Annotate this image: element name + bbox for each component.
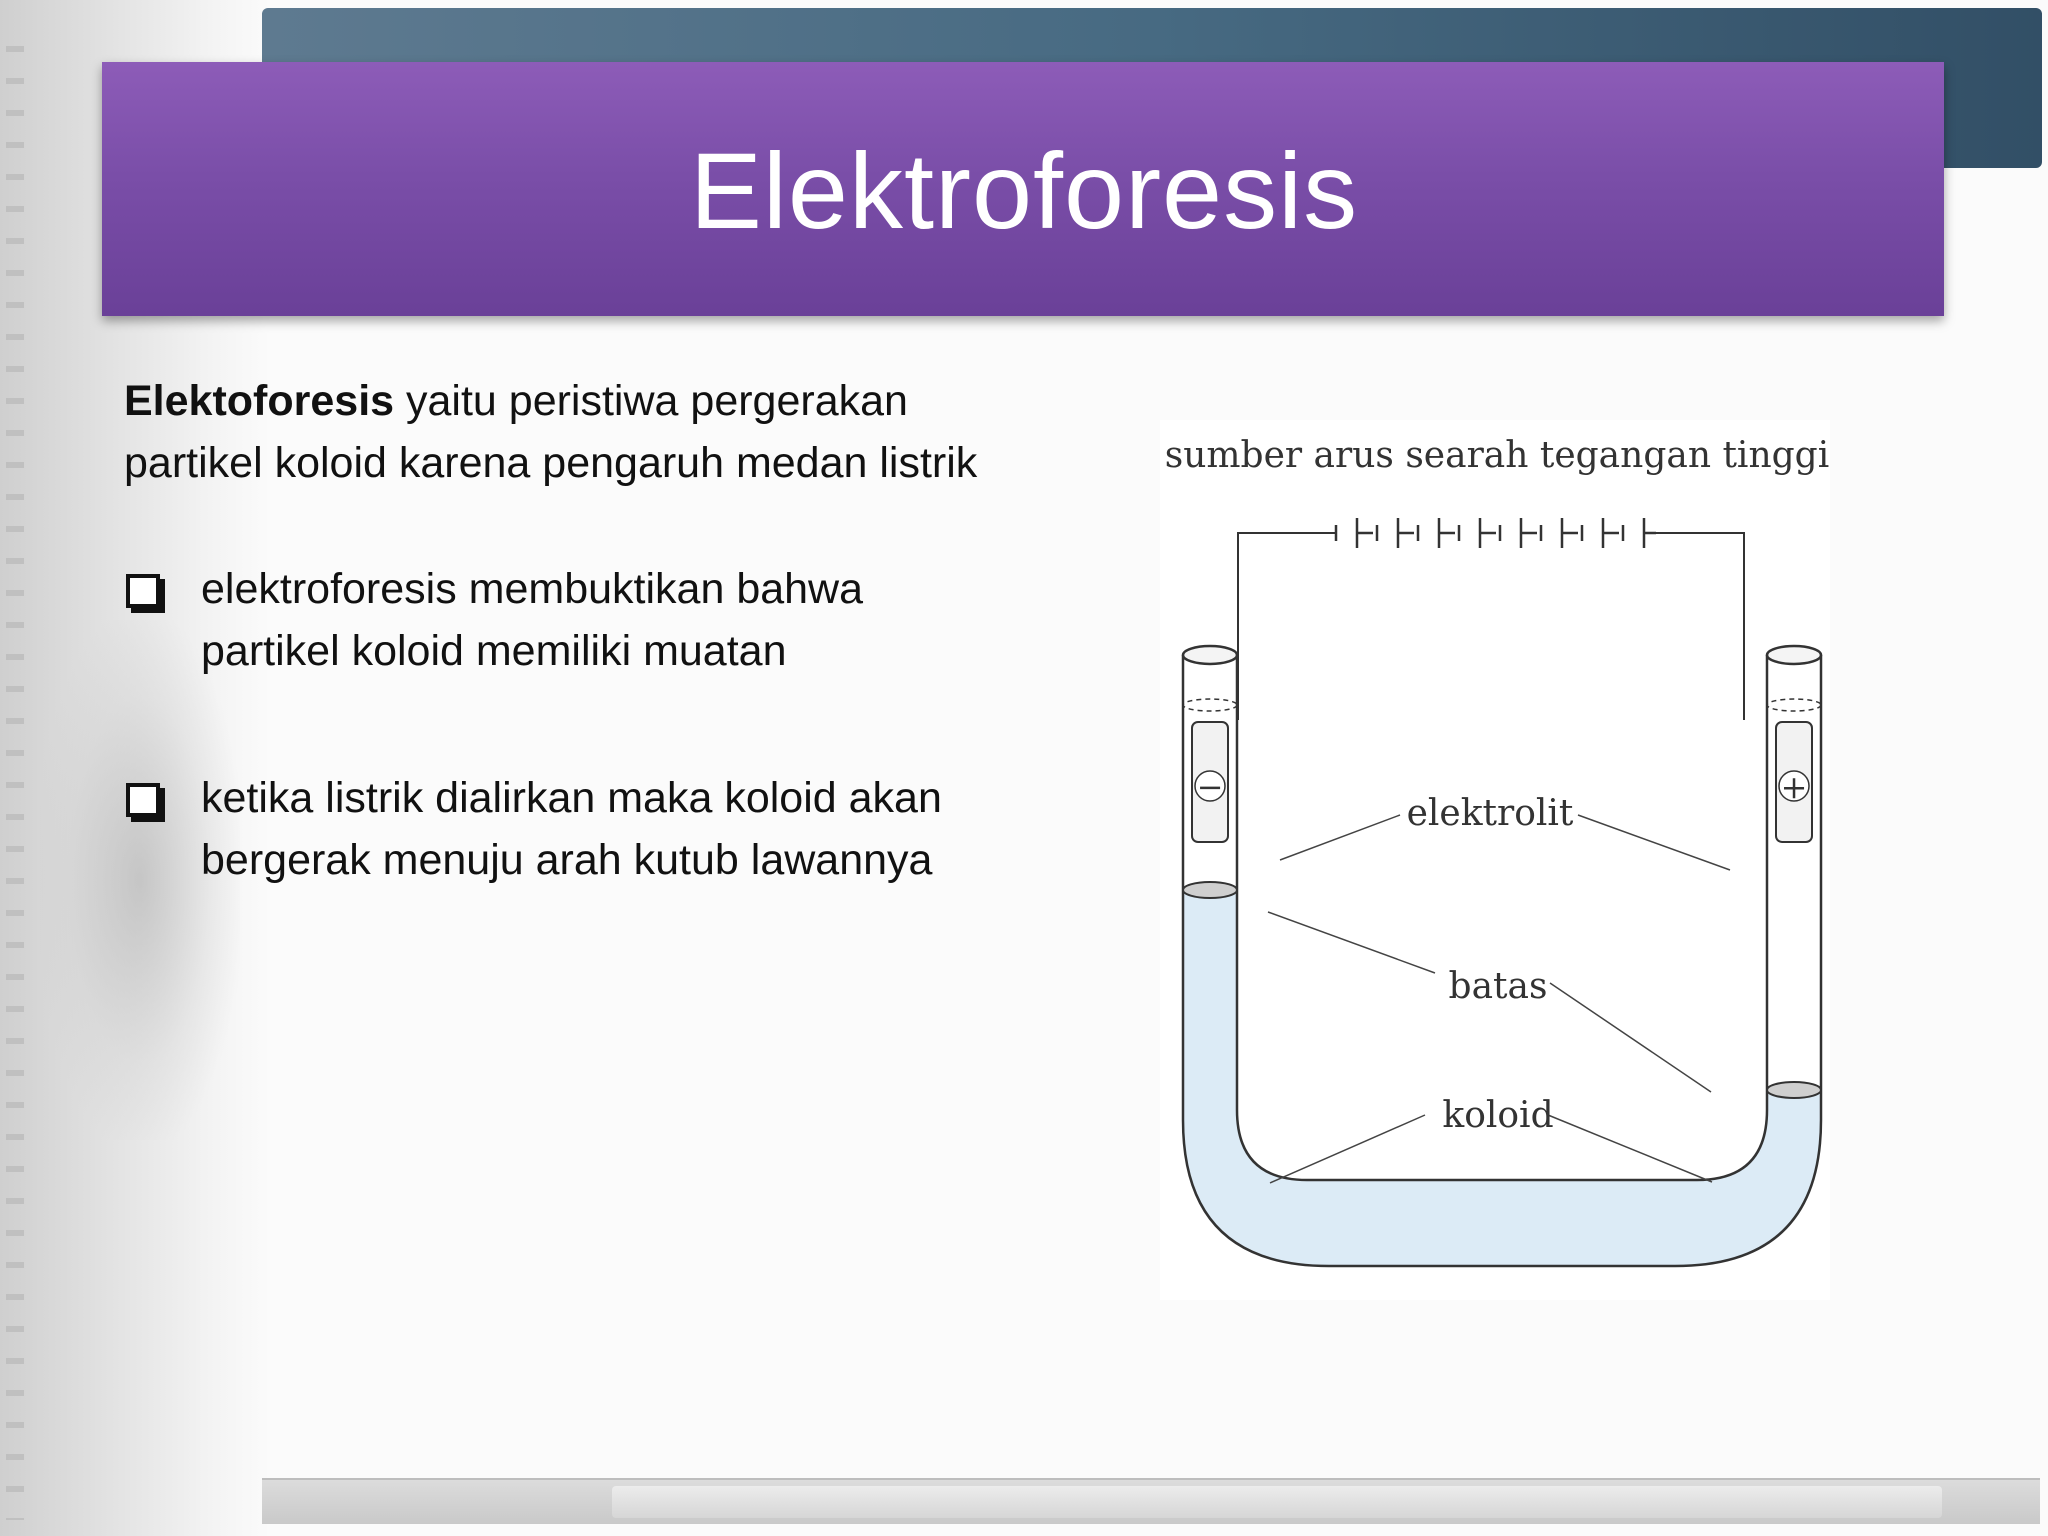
u-tube-diagram: sumber arus searah tegangan tinggi [1165, 435, 1830, 1268]
negative-electrode: − [1191, 721, 1229, 843]
bullet-item: elektroforesis membuktikan bahwa partike… [124, 558, 994, 682]
battery-icon [1334, 518, 1656, 548]
plus-sign: + [1781, 768, 1808, 806]
label-koloid: koloid [1442, 1095, 1553, 1136]
checkbox-bullet-icon [126, 574, 160, 608]
label-elektrolit: elektrolit [1407, 793, 1574, 834]
checkbox-bullet-icon [126, 783, 160, 817]
title-banner [102, 62, 1944, 316]
colloid-liquid [1183, 890, 1821, 1266]
intro-paragraph: Elektoforesis yaitu peristiwa pergerakan… [124, 370, 994, 494]
u-tube-glass [1181, 644, 1823, 1268]
label-batas: batas [1449, 966, 1548, 1007]
minus-sign: − [1197, 768, 1224, 806]
bullet-item: ketika listrik dialirkan maka koloid aka… [124, 767, 994, 891]
boundary-discs [1182, 881, 1822, 1099]
electrophoresis-diagram: sumber arus searah tegangan tinggi [1160, 420, 1830, 1300]
background-bottom-bar [262, 1478, 2040, 1524]
decorative-spiral-binding [6, 20, 24, 1520]
intro-text: yaitu peristiwa pergerakan partikel kolo… [124, 377, 978, 487]
slide-content: Elektoforesis yaitu peristiwa pergerakan… [124, 370, 994, 976]
intro-term: Elektoforesis [124, 377, 395, 425]
bullet-text: ketika listrik dialirkan maka koloid aka… [201, 774, 942, 884]
slide-title: Elektroforesis [689, 130, 1359, 251]
circuit-wires [1237, 532, 1745, 720]
diagram-caption: sumber arus searah tegangan tinggi [1165, 435, 1830, 476]
bullet-text: elektroforesis membuktikan bahwa partike… [201, 565, 864, 675]
label-leader-lines [1267, 814, 1731, 1184]
positive-electrode: + [1775, 721, 1813, 843]
